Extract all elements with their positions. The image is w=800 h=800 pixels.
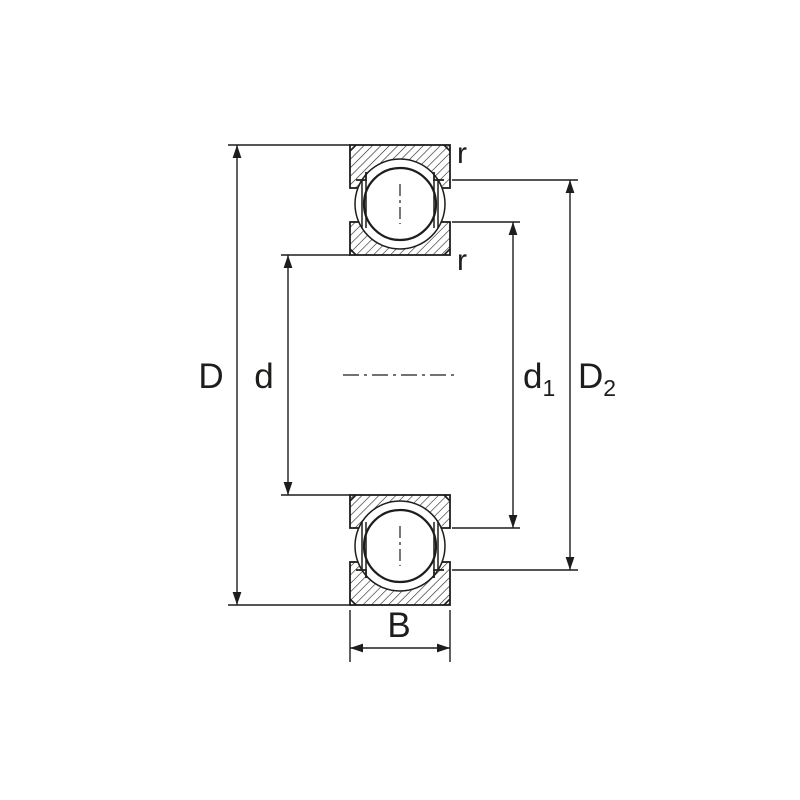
label-r-inner: r — [457, 244, 467, 277]
dimension-D: D — [198, 144, 350, 606]
dimension-d1: d1 — [452, 221, 555, 529]
dim-D-label: D — [198, 357, 223, 396]
dimension-D2: D2 — [452, 179, 616, 571]
shield-anchor-left-bottom — [356, 569, 367, 578]
dim-D2-label: D2 — [578, 357, 616, 401]
dimension-d: d — [254, 254, 350, 496]
shield-anchor-left-top — [356, 172, 367, 181]
shield-anchor-right-bottom — [433, 569, 444, 578]
label-r-outer: r — [457, 137, 467, 170]
shield-left-top — [361, 180, 367, 228]
dim-B-label: B — [387, 606, 410, 645]
chamfer-lines-top — [349, 144, 451, 256]
shield-anchor-right-top — [433, 172, 444, 181]
dim-d-label: d — [254, 357, 273, 396]
shield-left-bottom — [361, 522, 367, 570]
dimension-B: B — [349, 606, 451, 662]
chamfer-lines-bottom — [349, 494, 451, 606]
bearing-top-cross-section — [349, 144, 451, 256]
ball-bottom — [362, 508, 438, 584]
dim-d1-label-base: d — [523, 357, 542, 396]
shield-right-bottom — [433, 522, 439, 570]
dim-d1-label: d1 — [523, 357, 555, 401]
bearing-bottom-cross-section — [349, 494, 451, 606]
dim-D2-label-sub: 2 — [603, 375, 616, 401]
dim-D2-label-base: D — [578, 357, 603, 396]
dim-d1-label-sub: 1 — [542, 375, 555, 401]
ball-top — [362, 166, 438, 242]
shield-right-top — [433, 180, 439, 228]
